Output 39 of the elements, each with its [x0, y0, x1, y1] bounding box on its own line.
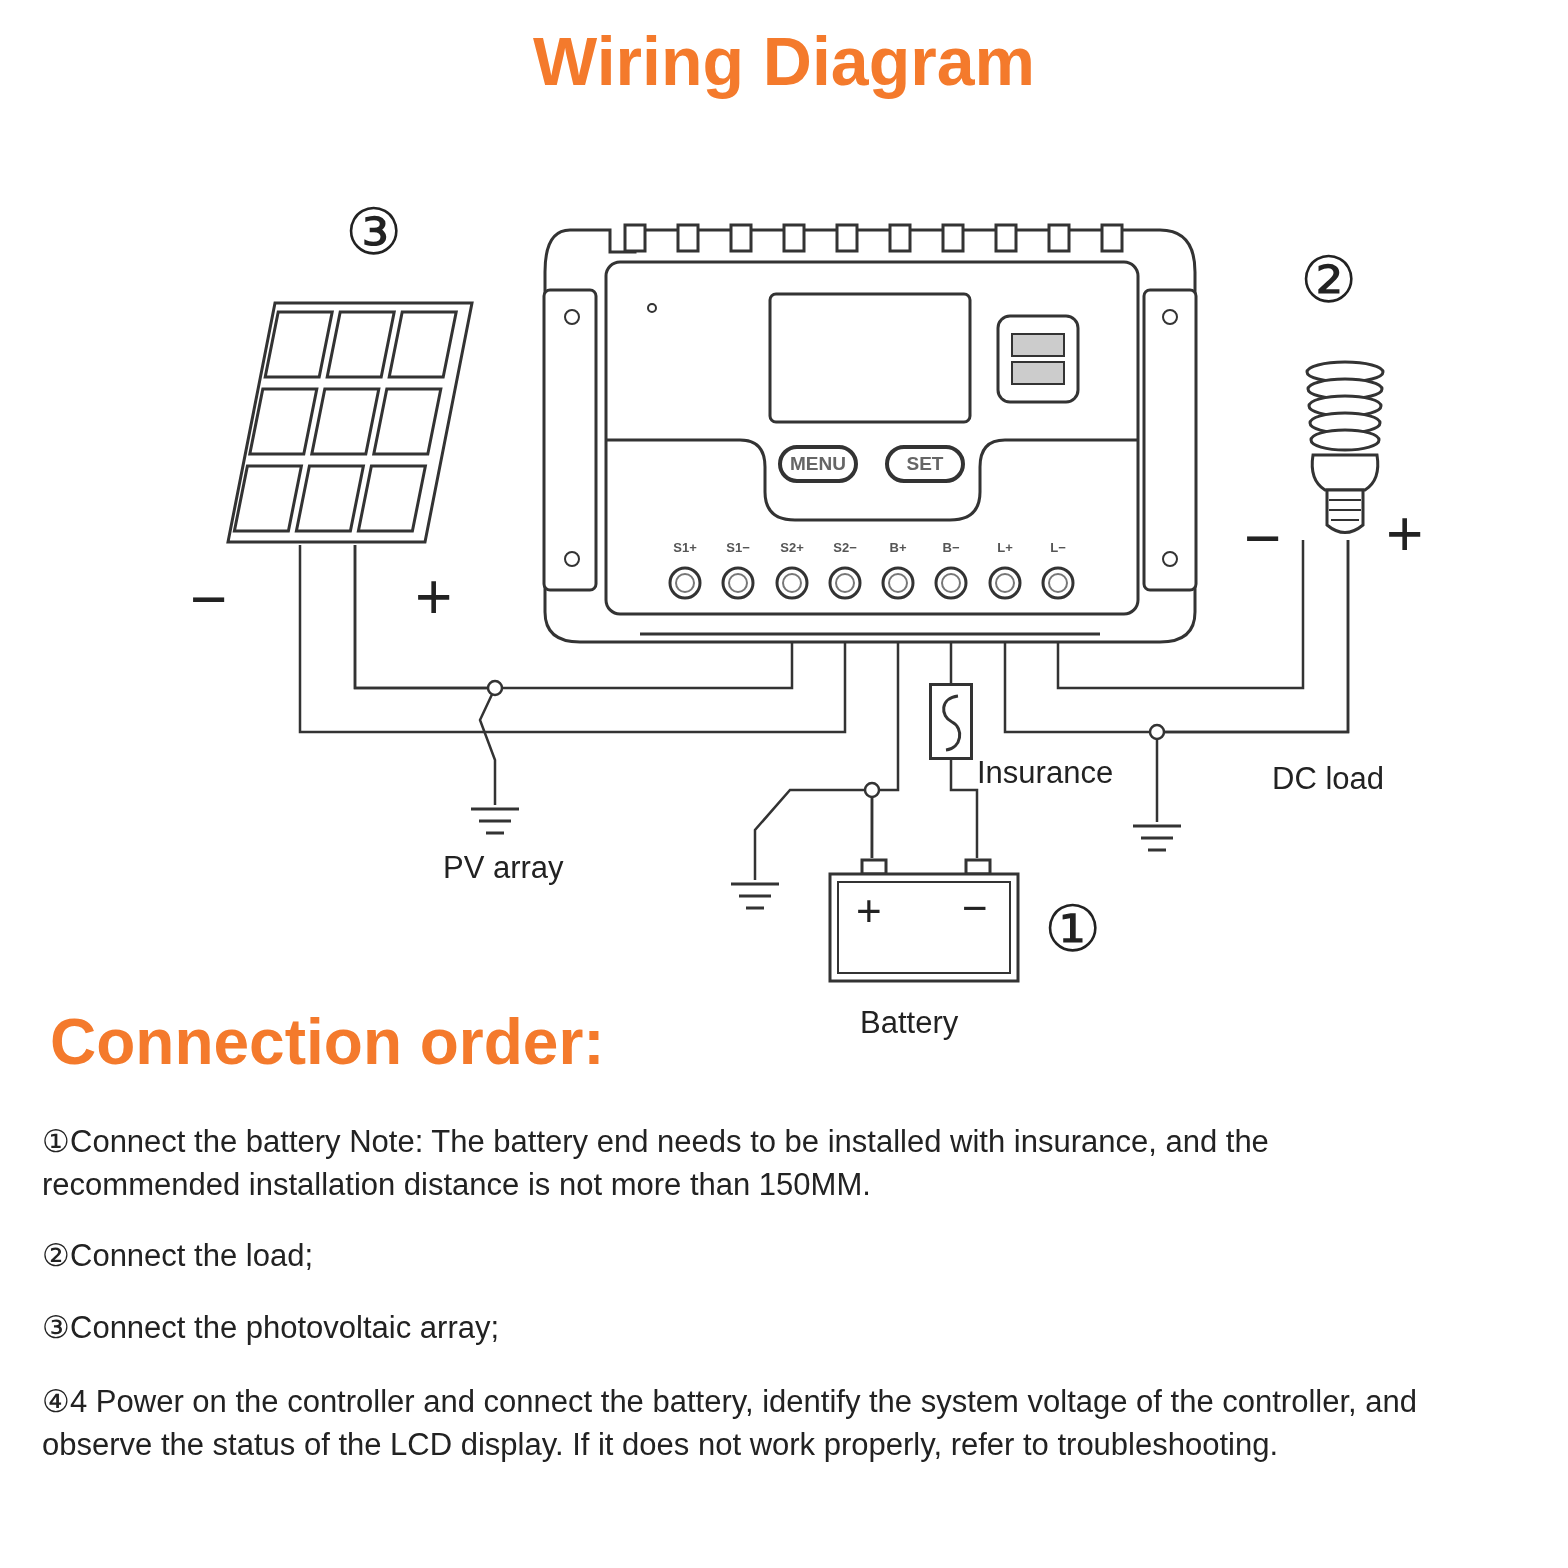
instruction-text: ④4 Power on the controller and connect the battery, identify the system voltage of the controller, and observe the status of the LCD display. If it does not work properly, refer to troubleshooting. — [42, 1383, 1418, 1465]
solar-panel-icon — [225, 300, 475, 545]
wire — [298, 545, 847, 734]
screw-terminal: S2+ — [767, 540, 817, 602]
screw-terminal: L− — [1033, 540, 1083, 602]
caption-label: DC load — [1272, 760, 1384, 798]
set-button: SET — [885, 445, 965, 483]
screw-terminal: S2− — [820, 540, 870, 602]
wire — [949, 760, 979, 858]
caption-label: Battery — [860, 1005, 959, 1041]
polarity-sign: − — [1244, 501, 1282, 576]
wire — [1155, 540, 1350, 822]
caption-label: PV array — [443, 849, 564, 887]
heading: Connection order: — [50, 1005, 605, 1080]
screw-terminal: L+ — [980, 540, 1030, 602]
screw-terminal: S1− — [713, 540, 763, 602]
wire — [753, 788, 874, 880]
title: Wiring Diagram — [532, 22, 1036, 100]
wire — [353, 545, 497, 805]
step-number: ① — [1044, 892, 1101, 967]
instruction-text: ②Connect the load; — [42, 1237, 314, 1275]
menu-button: MENU — [778, 445, 858, 483]
step-number: ③ — [345, 195, 402, 270]
instruction-text: ①Connect the battery Note: The battery end needs to be installed with insurance, and the recommended installation distance is not more than 150MM. — [42, 1123, 1270, 1205]
polarity-sign: + — [1386, 497, 1424, 572]
battery-icon — [828, 858, 1020, 983]
wire — [1056, 540, 1305, 690]
screw-terminal: B− — [926, 540, 976, 602]
screw-terminal: S1+ — [660, 540, 710, 602]
caption-label: Insurance — [977, 755, 1114, 791]
polarity-sign: + — [856, 885, 882, 937]
instruction-text: ③Connect the photovoltaic array; — [42, 1309, 501, 1347]
polarity-sign: − — [962, 882, 988, 934]
polarity-sign: − — [190, 562, 228, 637]
step-number: ② — [1300, 243, 1357, 318]
polarity-sign: + — [415, 560, 453, 635]
fuse-symbol — [929, 683, 973, 760]
screw-terminal: B+ — [873, 540, 923, 602]
charge-controller-drawing — [540, 222, 1200, 647]
